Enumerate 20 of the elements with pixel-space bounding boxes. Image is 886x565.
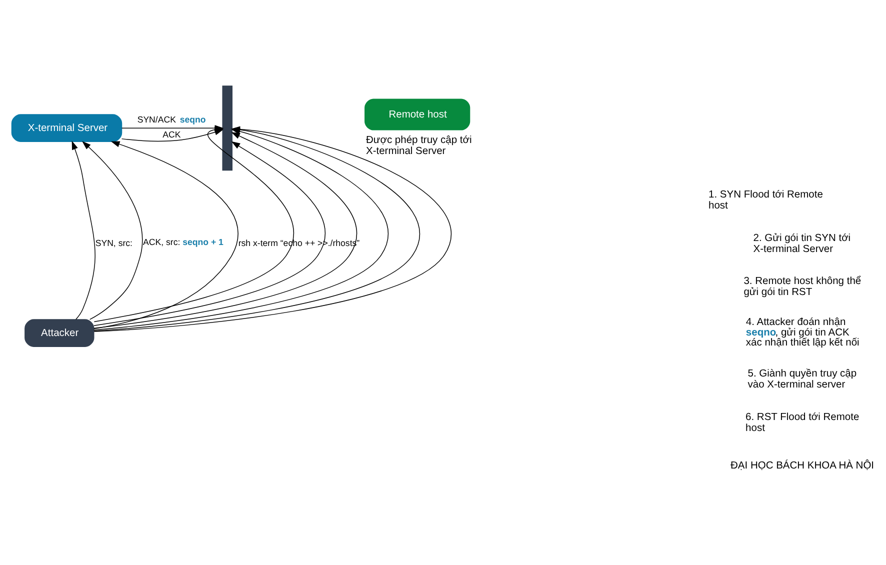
arrow: [94, 141, 238, 330]
edge-label: SYN/ACK seqno: [137, 114, 206, 125]
label: 6. RST Flood tới Remote host: [746, 412, 860, 434]
node-bar: [222, 86, 232, 171]
node-box: X-terminal Server: [11, 114, 122, 142]
edge-label: ACK: [162, 129, 181, 140]
label: 2. Gửi gói tin SYN tới X-terminal Server: [753, 232, 851, 255]
arrow: [94, 141, 326, 326]
node-box: Attacker: [24, 319, 94, 348]
edge-label: SYN, src:: [95, 238, 132, 248]
edge-label: ACK, src: seqno + 1: [143, 237, 224, 248]
label: 4. Attacker đoán nhận seqno, gửi gói tin ACK xác nhận thiết lập kết nối: [746, 317, 860, 349]
label: ĐẠI HỌC BÁCH KHOA HÀ NỘI: [730, 460, 874, 472]
label: 5. Giành quyền truy cập vào X-terminal server: [748, 368, 857, 391]
node-label: Được phép truy cập tới X-terminal Server: [366, 134, 472, 157]
arrow: [82, 141, 143, 320]
node-box: Remote host: [364, 98, 470, 130]
label: 1. SYN Flood tới Remote host: [708, 190, 823, 212]
arrow: [72, 140, 96, 320]
label: 3. Remote host không thể gửi gói tin RST: [744, 276, 862, 298]
